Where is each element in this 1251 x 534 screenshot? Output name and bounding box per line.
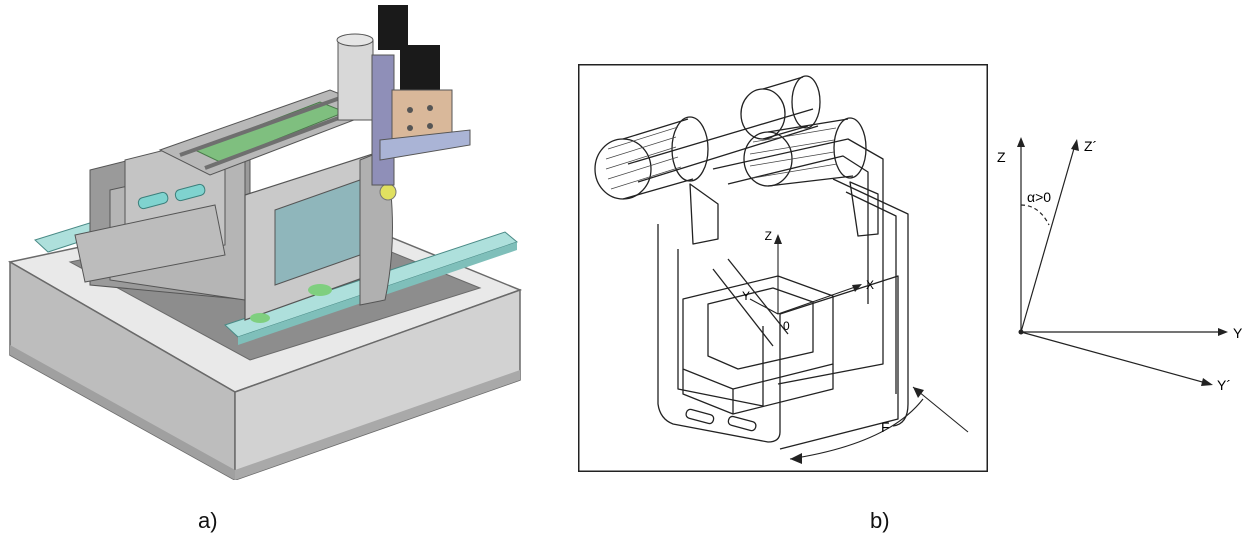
caption-a: a) [198,508,218,533]
fixture-drawing: Z X Y 0 F [578,64,988,472]
cad-assembly-rendering [7,5,523,480]
valve-tower [336,5,471,186]
axis-z-label: Z [997,149,1006,165]
axis-z-prime-label: Z´ [1084,138,1097,154]
force-label: F [881,419,890,435]
axis-y-prime-label: Y´ [1217,377,1231,393]
fixture-x-label: X [866,278,874,292]
angle-label: α>0 [1027,189,1051,205]
axes-diagram: Z Z´ α>0 Y Y´ [997,137,1243,393]
fixture-origin-label: 0 [783,319,790,333]
fixture-y-label: Y [742,289,750,303]
fixture-z-label: Z [765,229,772,243]
axis-y-label: Y [1233,325,1243,341]
caption-b: b) [870,508,890,533]
cassette-body [74,89,397,323]
